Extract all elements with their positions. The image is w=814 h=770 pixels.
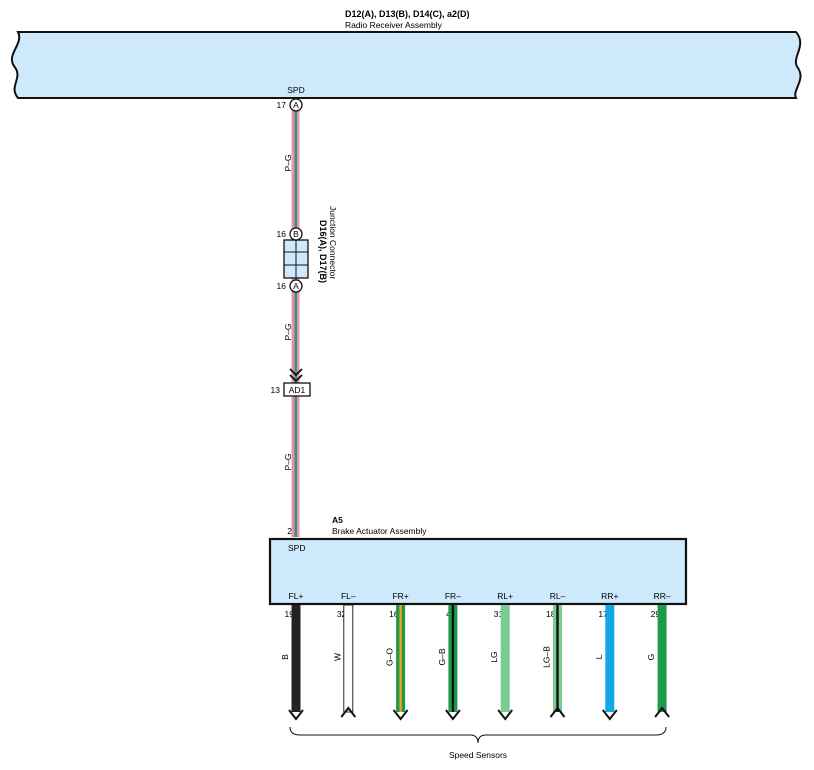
sensor-terminals: FL+19BFL–32WFR+16G–OFR–4G–BRL+31LGRL–18L…: [280, 591, 671, 721]
actuator-name-label: Brake Actuator Assembly: [332, 526, 427, 536]
terminal-pin-number: 16: [389, 609, 399, 619]
actuator-terminal-spd: SPD: [288, 543, 305, 553]
terminal-2: FR+ 16G–O: [385, 591, 409, 721]
terminal-6: RR+ 17L: [594, 591, 618, 721]
ad1-pin-number: 13: [271, 385, 281, 395]
wire-color-label: G–B: [437, 648, 447, 665]
wire-color-label: LG–B: [542, 646, 552, 668]
sensor-wire: [291, 605, 301, 712]
terminal-label: FR+: [392, 591, 408, 601]
arrow-down-icon: [497, 709, 513, 721]
arrow-up-icon: [654, 706, 670, 720]
terminal-label: RR+: [601, 591, 618, 601]
junction-bottom-pin: 16: [277, 281, 287, 291]
radio-pin-number: 17: [277, 100, 287, 110]
terminal-label: FL–: [341, 591, 356, 601]
wire-p-g: [291, 111, 300, 537]
terminal-7: RR– 29G: [646, 591, 671, 720]
arrow-down-icon: [288, 709, 304, 721]
junction-top-circle: [289, 227, 303, 241]
radio-connector-circle: [289, 98, 303, 112]
sensor-wire: [553, 605, 562, 712]
terminal-pin-number: 17: [598, 609, 608, 619]
wire-label-3: P–G: [283, 453, 293, 470]
chevron-down-icon: [289, 368, 303, 383]
junction-top-pin: 16: [277, 229, 287, 239]
wire-color-label: LG: [489, 651, 499, 662]
arrow-down-icon: [445, 709, 461, 721]
terminal-1: FL– 32W: [332, 591, 357, 720]
sensor-wire: [605, 605, 615, 712]
terminal-pin-number: 31: [494, 609, 504, 619]
terminal-label: FL+: [289, 591, 304, 601]
terminal-3: FR–4G–B: [437, 591, 461, 721]
ad1-connector-box: [283, 382, 311, 397]
wire-color-label: L: [594, 654, 604, 659]
junction-connector: [283, 239, 309, 279]
radio-receiver-assembly: [11, 31, 802, 99]
speed-sensors-bracket: [289, 726, 667, 744]
sensor-wire: [448, 605, 458, 712]
terminal-pin-number: 32: [337, 609, 347, 619]
sensor-wire: [343, 604, 354, 713]
wire-label-2: P–G: [283, 323, 293, 340]
wire-color-label: G: [646, 654, 656, 661]
wire-label-1: P–G: [283, 154, 293, 171]
terminal-pin-number: 19: [285, 609, 295, 619]
ad1-connector-label: AD1: [289, 385, 306, 395]
actuator-id-label: A5: [332, 515, 343, 525]
radio-terminal-spd: SPD: [287, 85, 304, 95]
actuator-pin-number: 2: [287, 526, 292, 536]
speed-sensors-label: Speed Sensors: [449, 750, 507, 760]
radio-name-label: Radio Receiver Assembly: [345, 20, 443, 30]
arrow-up-icon: [340, 706, 357, 720]
wire-color-label: W: [332, 653, 342, 661]
terminal-pin-number: 29: [651, 609, 661, 619]
brake-actuator-assembly: [268, 537, 688, 606]
arrow-up-icon: [549, 706, 566, 720]
terminal-label: RL–: [550, 591, 566, 601]
terminal-label: RL+: [497, 591, 513, 601]
junction-top-connector: B: [293, 229, 299, 239]
sensor-wire: [657, 605, 667, 712]
terminal-label: RR–: [654, 591, 671, 601]
terminal-0: FL+ 19B: [280, 591, 304, 721]
junction-bottom-circle: [289, 279, 303, 293]
wire-color-label: G–O: [385, 648, 395, 666]
arrow-down-icon: [392, 709, 409, 721]
sensor-wire: [396, 605, 406, 712]
radio-connectors-label: D12(A), D13(B), D14(C), a2(D): [345, 9, 470, 19]
junction-connectors-label: D16(A), D17(B): [318, 220, 328, 283]
junction-name-label: Junction Connector: [328, 206, 338, 279]
terminal-label: FR–: [445, 591, 461, 601]
junction-bottom-connector: A: [293, 281, 299, 291]
sensor-wire: [500, 605, 510, 712]
radio-pin-connector: A: [293, 100, 299, 110]
terminal-pin-number: 18: [546, 609, 556, 619]
arrow-down-icon: [602, 709, 618, 721]
wire-color-label: B: [280, 654, 290, 660]
